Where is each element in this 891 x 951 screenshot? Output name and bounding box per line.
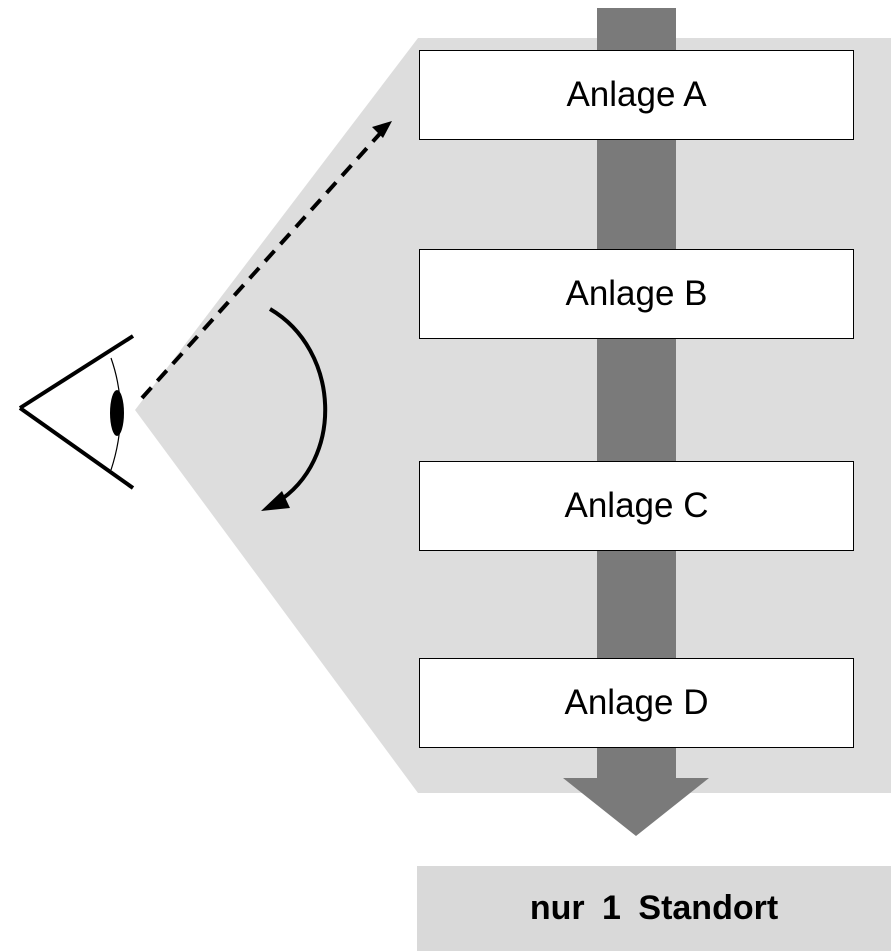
curved-arrow-head xyxy=(261,491,290,511)
plant-box-b: Anlage B xyxy=(419,249,854,339)
view-area xyxy=(135,38,891,793)
plant-box-d: Anlage D xyxy=(419,658,854,748)
dashed-arrow-head xyxy=(372,121,392,138)
dashed-arrow-icon xyxy=(140,126,387,400)
plant-box-c: Anlage C xyxy=(419,461,854,551)
result-box: nur 1 Standort xyxy=(417,866,891,951)
plant-label: Anlage B xyxy=(565,274,708,313)
plant-label: Anlage A xyxy=(566,75,707,114)
plant-box-a: Anlage A xyxy=(419,50,854,140)
eye-icon xyxy=(18,334,135,490)
plant-label: Anlage C xyxy=(564,486,709,525)
curved-arrow-icon xyxy=(268,307,328,505)
plant-label: Anlage D xyxy=(564,683,709,722)
result-label: nur 1 Standort xyxy=(529,889,779,927)
